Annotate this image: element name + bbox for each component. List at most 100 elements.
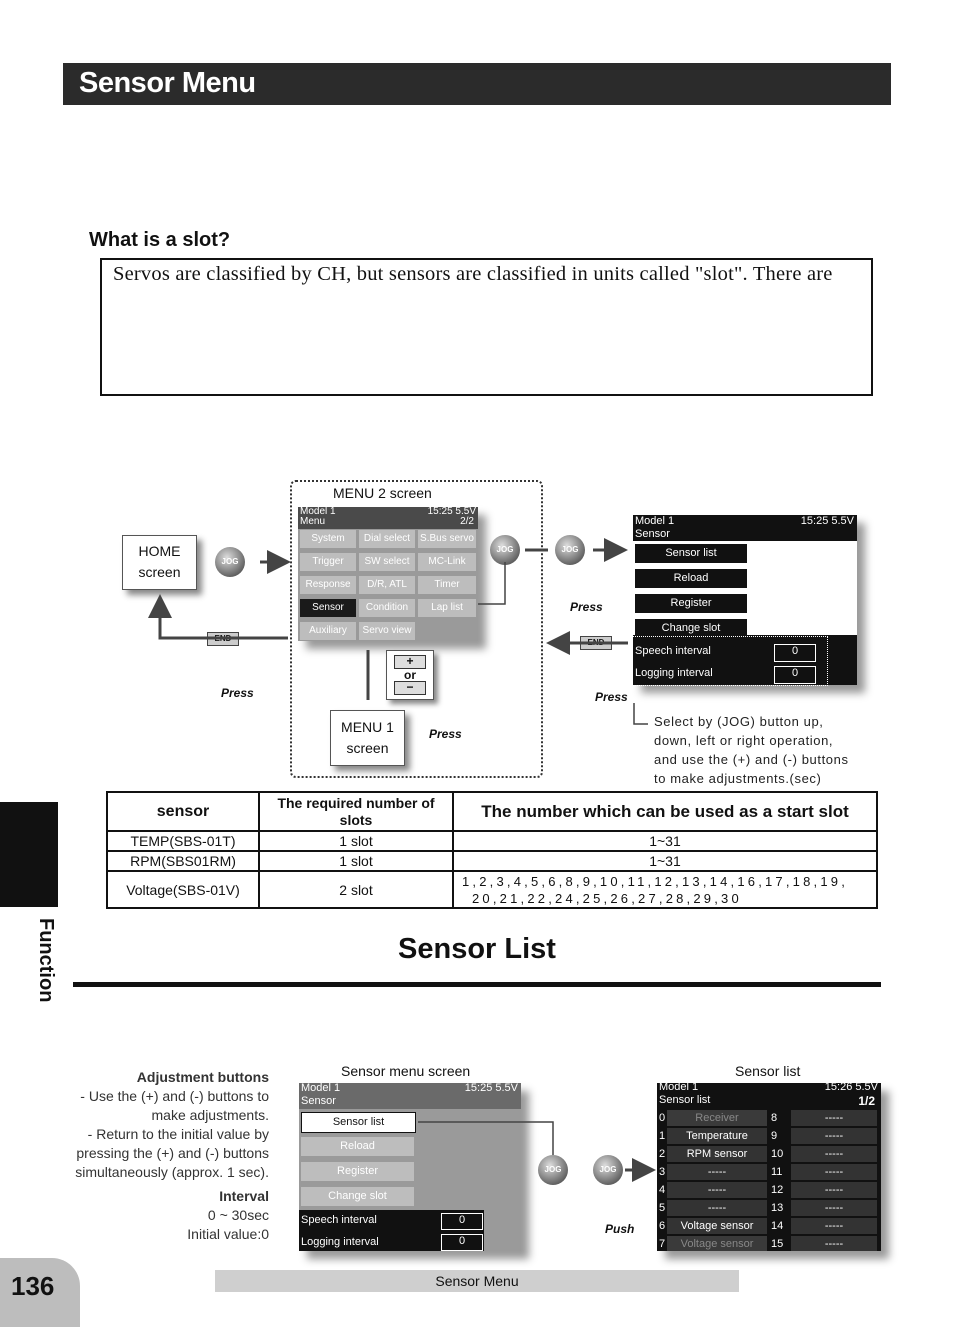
speech-interval-label: Speech interval xyxy=(635,645,711,657)
lcd-model: Model 1 xyxy=(635,515,675,527)
slot-number: 10 xyxy=(771,1148,784,1160)
function-side-tab xyxy=(0,802,58,907)
slot-number: 7 xyxy=(659,1238,666,1250)
slot-number: 5 xyxy=(659,1202,666,1214)
press-label-end: Press xyxy=(595,690,628,704)
menu1-label-2: screen xyxy=(346,740,389,756)
lcd-title: Sensor xyxy=(635,528,670,540)
sensor-list-button[interactable]: Sensor list xyxy=(301,1112,416,1133)
sensor-list-item[interactable]: ----- xyxy=(667,1200,767,1216)
sensor-list-title: Sensor List xyxy=(398,933,556,965)
sensor-list-item[interactable]: ----- xyxy=(667,1164,767,1180)
speech-interval-label: Speech interval xyxy=(301,1214,377,1226)
sensor-list-item[interactable]: ----- xyxy=(791,1146,877,1162)
slot-description-box: Servos are classified by CH, but sensors… xyxy=(100,258,873,396)
plus-button[interactable]: + xyxy=(394,655,426,669)
sensor-list-item[interactable]: ----- xyxy=(791,1128,877,1144)
sensor-list-item[interactable]: ----- xyxy=(791,1218,877,1234)
sensor-menu-caption: Sensor menu screen xyxy=(341,1063,471,1079)
table-row: TEMP(SBS-01T) 1 slot 1~31 xyxy=(106,830,878,852)
title-underline xyxy=(73,982,881,987)
sensor-lcd: Model 1 Sensor 15:25 5.5V Sensor list Re… xyxy=(633,515,857,685)
speech-interval-value[interactable]: 0 xyxy=(774,644,816,662)
sensor-list-item[interactable]: ----- xyxy=(791,1164,877,1180)
sensor-menu-lcd: Model 1 Sensor 15:25 5.5V Sensor list Re… xyxy=(299,1083,521,1251)
menu-item-auxiliary[interactable]: Auxiliary xyxy=(300,622,356,640)
slot-number: 12 xyxy=(771,1184,784,1196)
function-side-label: Function xyxy=(35,918,57,1003)
jog-button-bottom-left[interactable]: JOG xyxy=(538,1155,568,1185)
sensor-list-item[interactable]: ----- xyxy=(791,1110,877,1126)
page-title: Sensor Menu xyxy=(79,67,256,99)
menu-item-dial-select[interactable]: Dial select xyxy=(359,530,415,548)
reload-button[interactable]: Reload xyxy=(301,1137,414,1156)
sensor-list-button[interactable]: Sensor list xyxy=(635,544,747,563)
sensor-list-item[interactable]: RPM sensor xyxy=(667,1146,767,1162)
register-button[interactable]: Register xyxy=(635,594,747,613)
jog-button-sensor[interactable]: JOG xyxy=(555,535,585,565)
page-title-bar: Sensor Menu xyxy=(63,63,891,105)
logging-interval-value[interactable]: 0 xyxy=(774,666,816,684)
page-number-tab: 136 xyxy=(0,1258,80,1327)
minus-button[interactable]: − xyxy=(394,681,426,695)
sensor-list-item[interactable]: Temperature xyxy=(667,1128,767,1144)
menu-item-sensor[interactable]: Sensor xyxy=(300,599,356,617)
push-label: Push xyxy=(605,1222,635,1236)
menu-item-sbus-servo[interactable]: S.Bus servo xyxy=(418,530,476,548)
slot-number: 0 xyxy=(659,1112,666,1124)
jog-button-bottom-right[interactable]: JOG xyxy=(593,1155,623,1185)
menu-item-timer[interactable]: Timer xyxy=(418,576,476,594)
menu-item-response[interactable]: Response xyxy=(300,576,356,594)
table-row: Voltage(SBS-01V) 2 slot 1,2,3,4,5,6,8,9,… xyxy=(106,870,878,909)
jog-button-home[interactable]: JOG xyxy=(215,547,245,577)
slot-description: Servos are classified by CH, but sensors… xyxy=(113,263,833,285)
menu-item-lap-list[interactable]: Lap list xyxy=(418,599,476,617)
bottom-connectors xyxy=(418,1121,656,1182)
register-button[interactable]: Register xyxy=(301,1162,414,1181)
sensor-list-item[interactable]: Voltage sensor xyxy=(667,1236,767,1251)
press-label-jog: Press xyxy=(570,600,603,614)
menu2-caption: MENU 2 screen xyxy=(333,485,432,501)
lcd-title: Sensor xyxy=(301,1095,336,1107)
menu-item-trigger[interactable]: Trigger xyxy=(300,553,356,571)
interval-dotted-frame xyxy=(631,636,828,686)
sensor-list-item[interactable]: ----- xyxy=(791,1182,877,1198)
sensor-list-item[interactable]: Receiver xyxy=(667,1110,767,1126)
menu-item-sw-select[interactable]: SW select xyxy=(359,553,415,571)
slot-number: 2 xyxy=(659,1148,666,1160)
sensor-list-item[interactable]: Voltage sensor xyxy=(667,1218,767,1234)
footer-bar: Sensor Menu xyxy=(215,1270,739,1292)
slot-number: 3 xyxy=(659,1166,666,1178)
table-header-sensor: sensor xyxy=(106,791,260,832)
menu-item-servo-view[interactable]: Servo view xyxy=(359,622,415,640)
adjustment-notes: Adjustment buttons - Use the (+) and (-)… xyxy=(75,1069,269,1242)
select-note: Select by (JOG) button up, down, left or… xyxy=(654,714,849,786)
lcd-model: Model 1 xyxy=(300,507,336,517)
change-slot-button[interactable]: Change slot xyxy=(635,619,747,638)
jog-button-menu2[interactable]: JOG xyxy=(490,535,520,565)
lcd-time: 15:26 5.5V xyxy=(824,1083,878,1093)
sensor-list-item[interactable]: ----- xyxy=(667,1182,767,1198)
sensor-list-item[interactable]: ----- xyxy=(791,1236,877,1251)
logging-interval-label: Logging interval xyxy=(635,667,713,679)
slot-number: 15 xyxy=(771,1238,784,1250)
menu-item-dr-atl[interactable]: D/R, ATL xyxy=(359,576,415,594)
change-slot-button[interactable]: Change slot xyxy=(301,1187,414,1206)
diagram-connectors xyxy=(148,538,648,725)
menu-item-condition[interactable]: Condition xyxy=(359,599,415,617)
slot-number: 1 xyxy=(659,1130,666,1142)
slot-heading: What is a slot? xyxy=(89,229,231,251)
menu-item-mc-link[interactable]: MC-Link xyxy=(418,553,476,571)
sensor-list-item[interactable]: ----- xyxy=(791,1200,877,1216)
lcd-page: 1/2 xyxy=(858,1094,875,1108)
speech-interval-value[interactable]: 0 xyxy=(441,1213,483,1230)
press-label-home: Press xyxy=(221,686,254,700)
table-header-required: The required number of slots xyxy=(258,791,454,832)
slot-number: 13 xyxy=(771,1202,784,1214)
home-label: HOME xyxy=(138,543,181,559)
table-row: RPM(SBS01RM) 1 slot 1~31 xyxy=(106,850,878,872)
reload-button[interactable]: Reload xyxy=(635,569,747,588)
slot-number: 8 xyxy=(771,1112,778,1124)
logging-interval-value[interactable]: 0 xyxy=(441,1234,483,1251)
lcd-time: 15:25 5.5V xyxy=(427,507,476,517)
